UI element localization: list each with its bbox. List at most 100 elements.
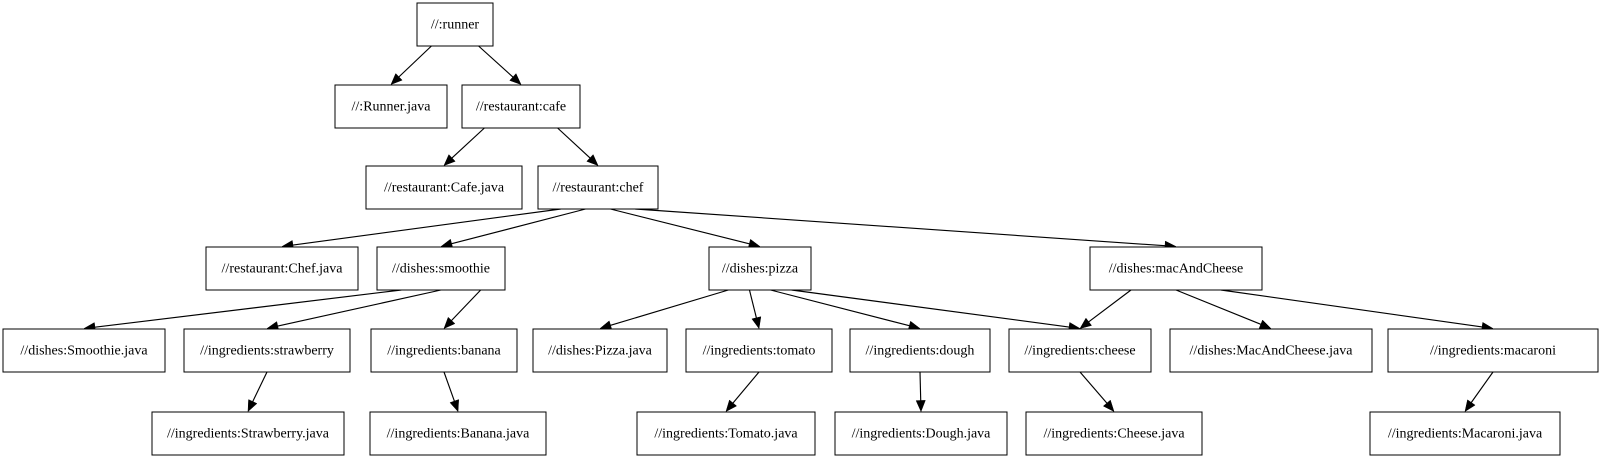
graph-node[interactable]: //restaurant:chef <box>537 165 659 210</box>
graph-node[interactable]: //dishes:Smoothie.java <box>2 328 166 373</box>
graph-edge <box>732 371 760 404</box>
graph-node[interactable]: //ingredients:cheese <box>1008 328 1152 373</box>
graph-node-label: //ingredients:tomato <box>703 344 816 359</box>
graph-node-label: //ingredients:strawberry <box>200 344 334 359</box>
graph-node[interactable]: //ingredients:dough <box>849 328 991 373</box>
graph-node[interactable]: //ingredients:Strawberry.java <box>151 411 345 456</box>
graph-edge <box>610 208 750 245</box>
graph-edge <box>451 127 485 159</box>
graph-node-label: //dishes:MacAndCheese.java <box>1190 344 1354 359</box>
graph-node[interactable]: //ingredients:Macaroni.java <box>1369 411 1561 456</box>
graph-edge <box>610 289 729 326</box>
graph-node[interactable]: //ingredients:tomato <box>685 328 833 373</box>
graph-node-label: //dishes:Pizza.java <box>548 344 653 359</box>
graph-node-box[interactable] <box>685 328 833 373</box>
graph-node-box[interactable] <box>416 2 494 47</box>
graph-edge <box>1079 371 1108 404</box>
graph-node-box[interactable] <box>532 328 668 373</box>
graph-node[interactable]: //ingredients:Tomato.java <box>636 411 816 456</box>
graph-node-box[interactable] <box>376 246 506 291</box>
graph-node-label: //ingredients:cheese <box>1024 344 1135 359</box>
graph-node-box[interactable] <box>1369 411 1561 456</box>
graph-node-label: //:runner <box>431 18 480 33</box>
graph-node[interactable]: //ingredients:strawberry <box>183 328 351 373</box>
graph-edge <box>919 371 922 401</box>
graph-node-box[interactable] <box>151 411 345 456</box>
graph-node-box[interactable] <box>834 411 1008 456</box>
graph-edge-arrowhead <box>443 316 456 329</box>
graph-edge-arrowhead <box>1079 317 1092 329</box>
graph-node-label: //dishes:Smoothie.java <box>20 344 148 359</box>
graph-node-box[interactable] <box>1089 246 1263 291</box>
graph-node-label: //ingredients:Dough.java <box>852 427 992 442</box>
graph-edge <box>277 289 442 327</box>
graph-node-box[interactable] <box>369 411 547 456</box>
graph-edge-arrowhead <box>443 154 456 166</box>
graph-node[interactable]: //ingredients:banana <box>370 328 518 373</box>
graph-edge-arrowhead <box>247 399 258 413</box>
graph-node-box[interactable] <box>1025 411 1203 456</box>
graph-node[interactable]: //dishes:pizza <box>708 246 812 291</box>
graph-node-label: //ingredients:macaroni <box>1430 344 1556 359</box>
graph-edge <box>443 371 455 402</box>
graph-edge-arrowhead <box>586 154 599 166</box>
graph-edge <box>557 127 591 159</box>
graph-node[interactable]: //restaurant:Cafe.java <box>365 165 523 210</box>
graph-node[interactable]: //restaurant:cafe <box>461 84 581 129</box>
graph-edge-arrowhead <box>915 400 926 413</box>
graph-node-label: //restaurant:chef <box>553 181 644 196</box>
graph-edge-arrowhead <box>751 316 762 330</box>
graph-node-box[interactable] <box>365 165 523 210</box>
graph-node-label: //restaurant:Cafe.java <box>384 181 505 196</box>
graph-node[interactable]: //dishes:smoothie <box>376 246 506 291</box>
graph-node-box[interactable] <box>636 411 816 456</box>
graph-node[interactable]: //ingredients:Banana.java <box>369 411 547 456</box>
graph-edge <box>1220 289 1483 328</box>
graph-node[interactable]: //dishes:Pizza.java <box>532 328 668 373</box>
graph-node[interactable]: //:runner <box>416 2 494 47</box>
graph-node-box[interactable] <box>334 84 448 129</box>
graph-node-label: //:Runner.java <box>352 100 432 115</box>
graph-edge-arrowhead <box>599 320 613 330</box>
graph-edge <box>1175 289 1262 325</box>
graph-node-box[interactable] <box>2 328 166 373</box>
graph-node-label: //ingredients:Banana.java <box>387 427 530 442</box>
graph-node-label: //ingredients:Strawberry.java <box>167 427 330 442</box>
graph-edge <box>635 208 1166 247</box>
graph-node-label: //dishes:pizza <box>722 262 799 277</box>
graph-node-label: //ingredients:Tomato.java <box>654 427 798 442</box>
graph-edge <box>292 208 561 246</box>
graph-node-box[interactable] <box>205 246 359 291</box>
graph-edge <box>748 289 757 318</box>
graph-node[interactable]: //dishes:MacAndCheese.java <box>1169 328 1373 373</box>
graph-node[interactable]: //ingredients:Cheese.java <box>1025 411 1203 456</box>
graph-node-label: //ingredients:Macaroni.java <box>1388 427 1543 442</box>
graph-node-box[interactable] <box>370 328 518 373</box>
graph-node-box[interactable] <box>849 328 991 373</box>
graph-node[interactable]: //ingredients:macaroni <box>1387 328 1599 373</box>
graph-edge <box>791 289 1070 328</box>
graph-node-box[interactable] <box>183 328 351 373</box>
graph-node-box[interactable] <box>461 84 581 129</box>
graph-node-box[interactable] <box>1387 328 1599 373</box>
graph-node[interactable]: //ingredients:Dough.java <box>834 411 1008 456</box>
graph-node-label: //dishes:macAndCheese <box>1109 262 1244 277</box>
graph-node-box[interactable] <box>708 246 812 291</box>
graph-edge-arrowhead <box>725 399 737 412</box>
graph-node-label: //ingredients:banana <box>387 344 501 359</box>
graph-edge-arrowhead <box>449 399 459 413</box>
graph-edge <box>1470 371 1494 403</box>
graph-node-box[interactable] <box>1169 328 1373 373</box>
graph-node-box[interactable] <box>537 165 659 210</box>
graph-edge <box>451 289 482 321</box>
graph-edge-arrowhead <box>1464 399 1476 413</box>
graph-node[interactable]: //:Runner.java <box>334 84 448 129</box>
graph-node-label: //dishes:smoothie <box>392 262 490 277</box>
graph-node[interactable]: //dishes:macAndCheese <box>1089 246 1263 291</box>
graph-node-box[interactable] <box>1008 328 1152 373</box>
graph-node[interactable]: //restaurant:Chef.java <box>205 246 359 291</box>
nodes-layer: //:runner //:Runner.java //restaurant:cafe… <box>2 2 1599 456</box>
graph-edge <box>1088 289 1132 323</box>
